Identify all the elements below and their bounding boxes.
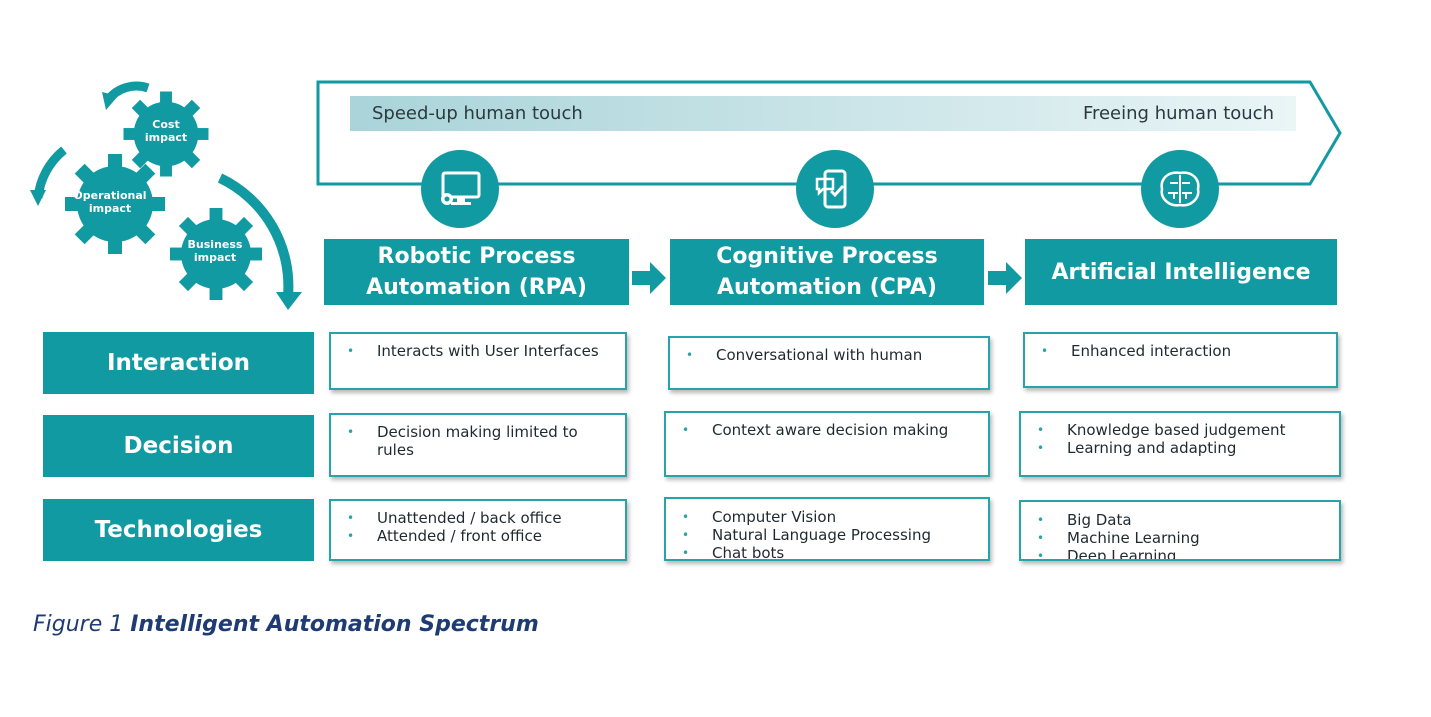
figure-caption-title: Intelligent Automation Spectrum	[130, 612, 539, 637]
banner-left-text: Speed-up human touch	[372, 103, 583, 124]
human-touch-banner: Speed-up human touch Freeing human touch	[350, 96, 1296, 131]
figure-caption-prefix: Figure 1	[33, 612, 124, 637]
stage-cpa-title-line1: Cognitive Process	[716, 244, 938, 269]
list-item: Learning and adapting	[1035, 439, 1329, 457]
banner-right-text: Freeing human touch	[1082, 103, 1274, 124]
cpa-icon-circle	[796, 150, 874, 228]
gear-label-cost: Cost impact	[144, 118, 188, 144]
list-item: Chat bots	[680, 544, 978, 559]
phone-chat-check-icon	[815, 169, 847, 209]
card-cpa-decision: Context aware decision making	[664, 411, 990, 477]
gear-label-business: Business impact	[187, 238, 243, 264]
card-ai-decision: Knowledge based judgement Learning and a…	[1019, 411, 1341, 477]
card-cpa-interaction: Conversational with human	[668, 336, 990, 390]
list-item: Computer Vision	[680, 508, 978, 526]
figure-caption: Figure 1 Intelligent Automation Spectrum	[33, 612, 539, 637]
list-item: Context aware decision making	[680, 421, 978, 439]
arrow-right-icon	[632, 262, 666, 294]
list-item: Knowledge based judgement	[1035, 421, 1329, 439]
ai-icon-circle	[1141, 150, 1219, 228]
card-cpa-technologies: Computer Vision Natural Language Process…	[664, 497, 990, 561]
card-rpa-interaction: Interacts with User Interfaces	[329, 332, 627, 390]
card-rpa-technologies: Unattended / back office Attended / fron…	[329, 499, 627, 561]
list-item: Conversational with human	[684, 346, 978, 364]
gear-label-operational: Operational impact	[73, 189, 147, 215]
stage-rpa-header: Robotic Process Automation (RPA)	[324, 239, 629, 305]
row-label-decision: Decision	[43, 415, 314, 477]
stage-rpa-title-line1: Robotic Process	[377, 244, 576, 269]
stage-ai-header: Artificial Intelligence	[1025, 239, 1337, 305]
arrow-right-icon	[988, 262, 1022, 294]
arrow-head-icon	[102, 92, 118, 110]
card-rpa-decision: Decision making limited to rules	[329, 413, 627, 477]
stage-cpa-header: Cognitive Process Automation (CPA)	[670, 239, 984, 305]
spectrum-arrow-outline	[316, 80, 1342, 186]
list-item: Unattended / back office	[345, 509, 615, 527]
rpa-icon-circle	[421, 150, 499, 228]
list-item: Enhanced interaction	[1039, 342, 1326, 360]
brain-circuit-icon	[1160, 171, 1200, 207]
stage-cpa-title-line2: Automation (CPA)	[717, 275, 937, 300]
row-label-interaction: Interaction	[43, 332, 314, 394]
card-ai-interaction: Enhanced interaction	[1023, 332, 1338, 388]
stage-rpa-title-line2: Automation (RPA)	[366, 275, 587, 300]
list-item: Machine Learning	[1035, 529, 1329, 547]
stage-ai-title: Artificial Intelligence	[1051, 259, 1311, 285]
list-item: Decision making limited to rules	[345, 423, 615, 459]
list-item: Natural Language Processing	[680, 526, 978, 544]
list-item: Attended / front office	[345, 527, 615, 545]
monitor-gear-icon	[441, 171, 481, 205]
row-label-technologies: Technologies	[43, 499, 314, 561]
list-item: Big Data	[1035, 511, 1329, 529]
list-item: Interacts with User Interfaces	[345, 342, 615, 360]
card-ai-technologies: Big Data Machine Learning Deep Learning	[1019, 500, 1341, 561]
list-item: Deep Learning	[1035, 547, 1329, 559]
impact-gears	[30, 81, 302, 310]
